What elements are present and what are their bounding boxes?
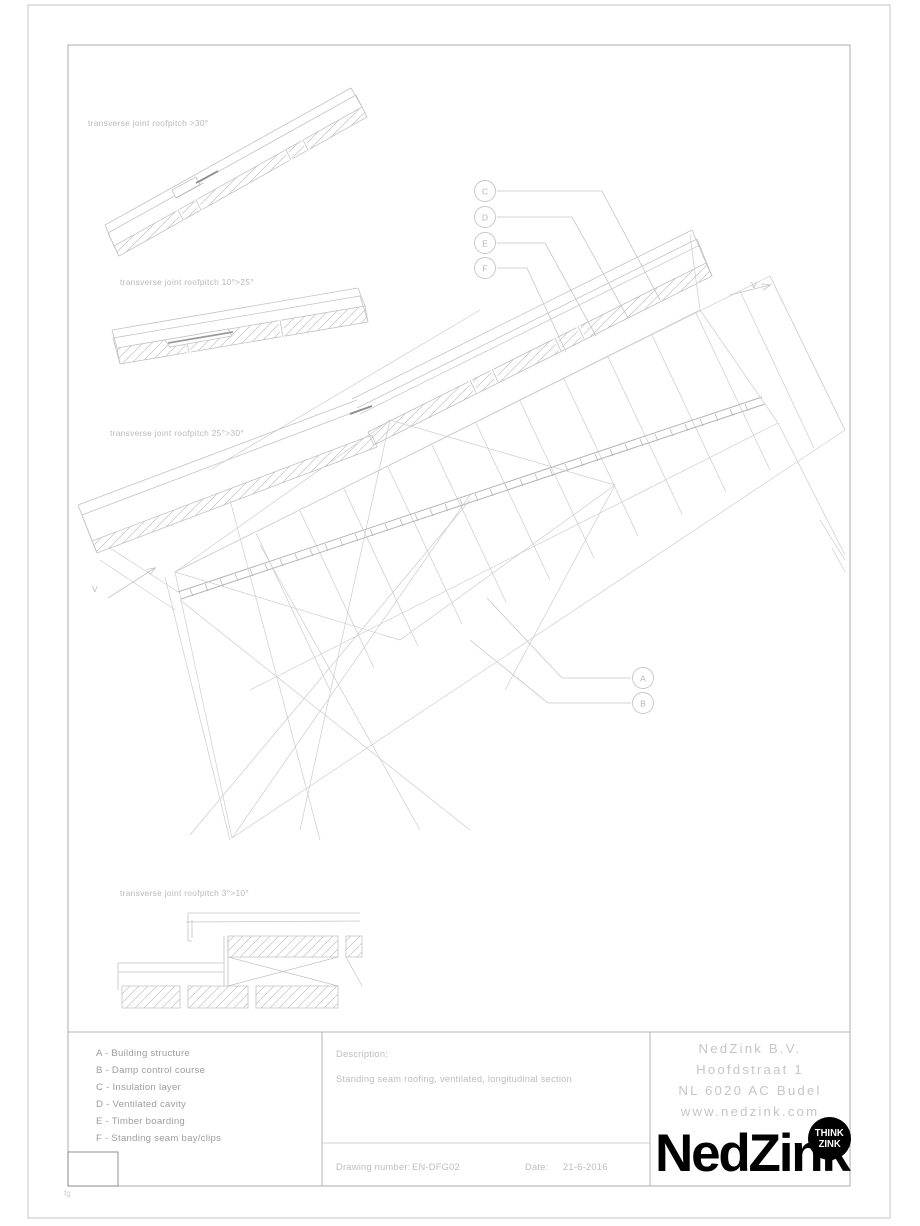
company-line-1: NedZink B.V. xyxy=(699,1041,802,1056)
callout-bubble-E-label: E xyxy=(482,239,488,249)
legend-item-e: E - Timber boarding xyxy=(96,1116,185,1127)
legend-item-c: C - Insulation layer xyxy=(96,1082,182,1093)
drawing-number-label: Drawing number: xyxy=(336,1162,411,1172)
legend-item-f: F - Standing seam bay/clips xyxy=(96,1133,221,1144)
legend-item-b: B - Damp control course xyxy=(96,1065,205,1076)
company-address: NedZink B.V. Hoofdstraat 1 NL 6020 AC Bu… xyxy=(678,1041,821,1119)
date-value: 21-6-2016 xyxy=(563,1162,608,1172)
callout-bubble-C[interactable]: C xyxy=(474,180,496,202)
detail-2-drawing xyxy=(111,287,369,365)
callout-bubble-F[interactable]: F xyxy=(474,257,496,279)
callout-bubble-A-label: A xyxy=(640,674,646,684)
company-line-4: www.nedzink.com xyxy=(680,1104,820,1119)
callout-bubble-D-label: D xyxy=(482,213,488,223)
callout-bubble-F-label: F xyxy=(482,264,487,274)
detail-3-drawing xyxy=(77,399,378,554)
title-block xyxy=(67,1031,851,1187)
company-line-2: Hoofdstraat 1 xyxy=(696,1062,804,1077)
think-zink-line1: THINK xyxy=(814,1127,845,1139)
main-isometric-drawing xyxy=(99,229,846,841)
think-zink-line2: ZINK xyxy=(818,1138,841,1150)
callout-bubble-A[interactable]: A xyxy=(632,667,654,689)
callout-leaders xyxy=(497,190,661,353)
corner-mark: fg xyxy=(64,1189,71,1198)
view-marker-left: V xyxy=(92,584,98,594)
legend-item-d: D - Ventilated cavity xyxy=(96,1099,186,1110)
detail-1-drawing xyxy=(104,87,368,257)
legend-item-a: A - Building structure xyxy=(96,1048,190,1059)
callout-bubble-B[interactable]: B xyxy=(632,692,654,714)
detail-3-label: transverse joint roofpitch 25°>30° xyxy=(110,428,244,438)
callout-bubble-D[interactable]: D xyxy=(474,206,496,228)
description-label: Description: xyxy=(336,1049,388,1059)
detail-4-label: transverse joint roofpitch 3°>10° xyxy=(120,888,249,898)
callout-bubble-E[interactable]: E xyxy=(474,232,496,254)
think-zink-badge: THINK ZINK xyxy=(808,1117,851,1160)
view-marker-right: V xyxy=(751,280,757,290)
date-label: Date: xyxy=(525,1162,548,1172)
legend-list: A - Building structure B - Damp control … xyxy=(96,1048,221,1144)
detail-2-label: transverse joint roofpitch 10°>25° xyxy=(120,277,254,287)
detail-4-drawing xyxy=(117,912,363,1009)
callout-leaders-ab xyxy=(469,597,631,704)
company-line-3: NL 6020 AC Budel xyxy=(678,1083,821,1098)
drawing-number-value: EN-DFG02 xyxy=(412,1162,460,1172)
detail-1-label: transverse joint roofpitch >30° xyxy=(88,118,208,128)
nedzink-logo: NedZink THINK ZINK xyxy=(655,1117,860,1187)
callout-bubble-C-label: C xyxy=(482,187,488,197)
sheet-border-outer xyxy=(27,4,891,1219)
callout-bubble-B-label: B xyxy=(640,699,646,709)
description-text: Standing seam roofing, ventilated, longi… xyxy=(336,1074,572,1084)
